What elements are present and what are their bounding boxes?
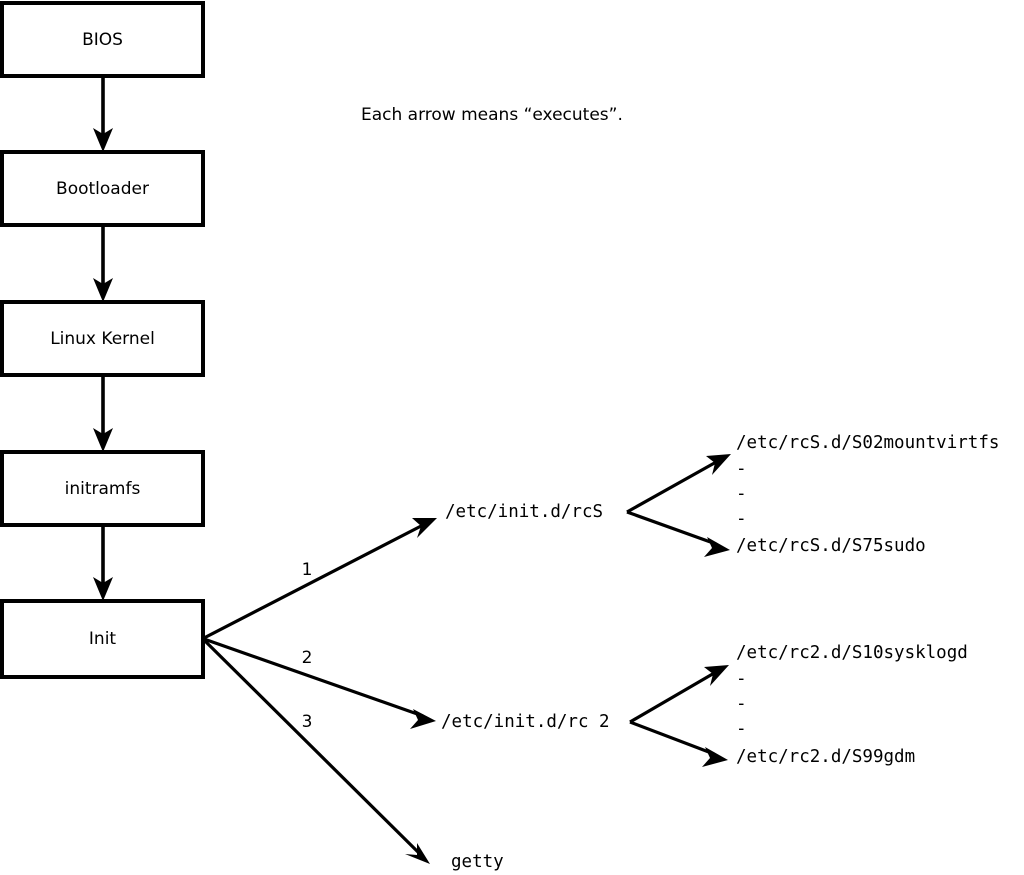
rc2-last-script-label: /etc/rc2.d/S99gdm (736, 747, 915, 767)
rcs-ellipsis-dash-1: - (736, 459, 747, 479)
fork-rc2-to-scripts (629, 665, 729, 767)
fork-rcs-to-scripts (626, 454, 731, 557)
rc2-script-label: /etc/init.d/rc 2 (441, 712, 610, 732)
bios-box (0, 1, 205, 78)
arrow-init-to-rc2: 2 (203, 637, 436, 729)
rcs-script-label: /etc/init.d/rcS (445, 502, 603, 522)
bootloader-label: Bootloader (56, 179, 149, 199)
bios-label: BIOS (82, 30, 123, 50)
init-box (0, 599, 205, 679)
arrow-bootloader-to-kernel (93, 225, 113, 302)
node-initramfs: initramfs (0, 450, 205, 527)
rc2-ellipsis-dash-1: - (736, 669, 747, 689)
getty-label: getty (451, 852, 504, 872)
branch-number-2: 2 (302, 648, 313, 668)
initramfs-label: initramfs (65, 479, 141, 499)
arrow-bios-to-bootloader (93, 76, 113, 152)
node-init: Init (0, 599, 205, 679)
arrow-init-to-rcs: 1 (203, 518, 437, 640)
init-label: Init (89, 629, 117, 649)
branch-number-1: 1 (302, 560, 313, 580)
rc2-ellipsis-dash-2: - (736, 694, 747, 714)
linux-kernel-label: Linux Kernel (50, 329, 155, 349)
node-bootloader: Bootloader (0, 150, 205, 227)
rc2-first-script-label: /etc/rc2.d/S10sysklogd (736, 643, 968, 663)
rcs-ellipsis-dash-2: - (736, 484, 747, 504)
node-linux-kernel: Linux Kernel (0, 300, 205, 377)
rcs-first-script-label: /etc/rcS.d/S02mountvirtfs (736, 433, 999, 453)
arrow-kernel-to-initramfs (93, 375, 113, 452)
arrow-init-to-getty: 3 (202, 638, 430, 864)
rcs-ellipsis-dash-3: - (736, 509, 747, 529)
initramfs-box (0, 450, 205, 527)
rc2-ellipsis-dash-3: - (736, 719, 747, 739)
arrow-initramfs-to-init (93, 525, 113, 601)
branch-number-3: 3 (302, 712, 313, 732)
rcs-last-script-label: /etc/rcS.d/S75sudo (736, 536, 926, 556)
diagram-caption: Each arrow means “executes”. (361, 105, 623, 125)
node-bios: BIOS (0, 1, 205, 78)
